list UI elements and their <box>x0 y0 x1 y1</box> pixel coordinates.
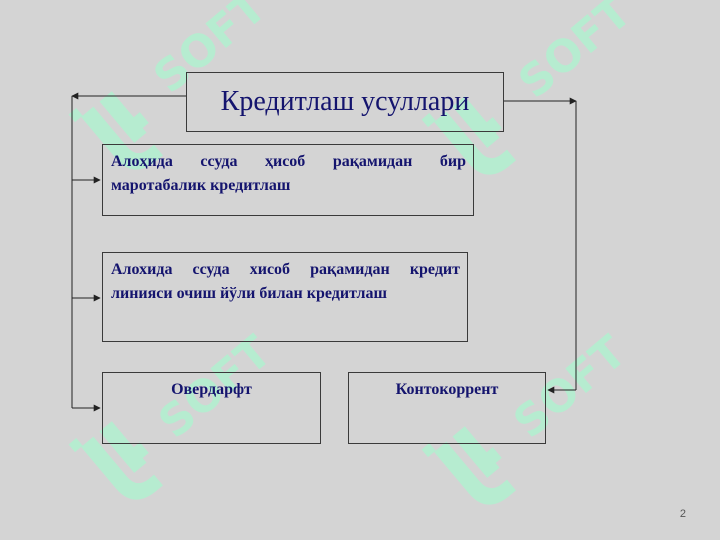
method-box-contocorrent: Контокоррент <box>348 372 546 444</box>
method-box-single-loan: Алоҳида ссуда ҳисоб рақамидан бир марота… <box>102 144 474 216</box>
method-box-overdraft: Овердарфт <box>102 372 321 444</box>
slide-page-number: 2 <box>679 508 686 520</box>
diagram-title: Кредитлаш усуллари <box>186 72 504 132</box>
method-box-credit-line: Алохида ссуда хисоб рақамидан кредит лин… <box>102 252 468 342</box>
